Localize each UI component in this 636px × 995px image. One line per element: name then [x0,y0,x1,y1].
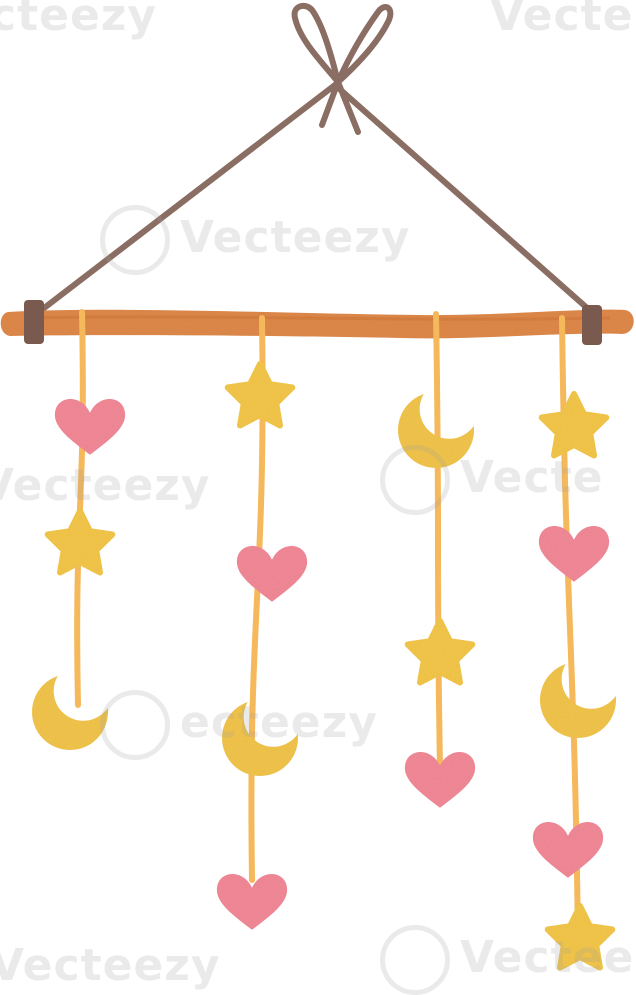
string-wrap-left [24,300,44,344]
star-icon [44,508,116,576]
heart-icon [54,398,126,455]
hanging-string [32,82,598,318]
ribbon-line [433,311,443,773]
star-icon [544,903,616,971]
moon-icon [222,700,298,776]
strand-4 [532,315,616,971]
wooden-stick [0,309,634,339]
moon-icon [32,674,108,750]
heart-icon [532,821,604,878]
heart-icon [404,751,476,808]
heart-icon [236,545,308,602]
moon-icon [540,662,616,738]
star-icon [404,618,476,686]
heart-icon [538,525,610,582]
strand-3 [398,311,476,808]
strand-2 [216,315,308,930]
string-wrap-right [582,305,602,345]
star-icon [538,391,610,459]
ribbon-line [248,315,266,883]
bow-icon [291,2,394,135]
strand-1 [32,309,126,750]
heart-icon [216,873,288,930]
moon-icon [398,392,474,468]
star-icon [224,361,296,429]
